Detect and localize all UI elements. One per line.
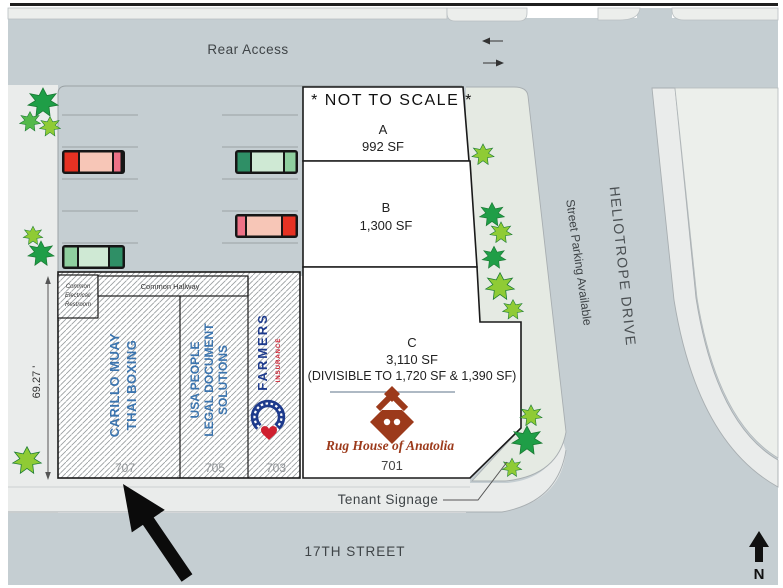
parking-stripes xyxy=(62,114,298,244)
unit-c-area: 3,110 SF xyxy=(386,352,438,367)
dimension-arrow-top xyxy=(45,276,51,284)
unit-c-number: 701 xyxy=(381,458,403,473)
east-parcel xyxy=(674,87,779,459)
unit-dividers xyxy=(179,276,249,478)
farmers-logo-icon xyxy=(250,399,286,440)
tenant-signage-leader xyxy=(443,461,508,501)
car-green-1 xyxy=(62,245,125,269)
pointer-arrow-icon xyxy=(123,484,193,582)
building-leased-block xyxy=(57,271,301,479)
common-electrical-line1: Common xyxy=(66,284,91,290)
traffic-direction-arrows xyxy=(482,37,504,67)
rear-access-label: Rear Access xyxy=(207,42,288,57)
heliotrope-north-stub xyxy=(637,8,672,20)
north-corner-parcel xyxy=(597,7,641,21)
unit-705-tenant-line3: SOLUTIONS xyxy=(216,345,230,415)
unit-707-tenant-line1: CARILLO MUAY xyxy=(107,333,122,437)
top-border xyxy=(10,3,778,6)
northeast-parcel xyxy=(671,7,779,21)
dimension-69-27: 69.27 ' xyxy=(31,276,51,480)
car-green-2 xyxy=(235,150,298,174)
rug-house-name: Rug House of Anatolia xyxy=(325,438,454,453)
unit-705-tenant-line1: USA PEOPLE xyxy=(188,342,202,419)
left-arrow-icon xyxy=(482,37,490,45)
north-parcels xyxy=(7,7,779,22)
dimension-label: 69.27 ' xyxy=(31,366,43,399)
unit-c-shape xyxy=(302,266,522,479)
car-pink-2 xyxy=(235,214,298,238)
unit-b-area: 1,300 SF xyxy=(360,218,413,233)
rug-house-logo-icon xyxy=(370,386,414,444)
south-sidewalk xyxy=(8,438,566,512)
unit-c-label: C xyxy=(407,335,416,350)
right-arrow-icon xyxy=(496,59,504,67)
common-electrical-room xyxy=(57,274,99,319)
common-electrical-line2: Electrical/ xyxy=(65,293,92,299)
unit-c-divisibility: (DIVISIBLE TO 1,720 SF & 1,390 SF) xyxy=(308,369,517,383)
north-compass-icon: N xyxy=(749,531,769,583)
west-sidewalk xyxy=(8,85,58,513)
east-sidewalk xyxy=(651,87,779,488)
unit-707-number: 707 xyxy=(115,461,135,475)
north-driveway-parcel xyxy=(446,7,528,22)
unit-a-label: A xyxy=(379,122,388,137)
car-pink-1 xyxy=(62,150,125,174)
not-to-scale-note: * NOT TO SCALE * xyxy=(311,92,473,109)
seventeenth-street-label: 17TH STREET xyxy=(304,544,405,559)
unit-703-tenant: FARMERS xyxy=(255,313,270,391)
unit-705-tenant-line2: LEGAL DOCUMENT xyxy=(202,323,216,437)
north-label: N xyxy=(754,566,765,583)
unit-705-number: 705 xyxy=(205,461,225,475)
parking-lot-boundary xyxy=(57,85,462,272)
common-electrical-line3: Restroom xyxy=(65,302,91,308)
unit-a-area: 992 SF xyxy=(362,139,404,154)
building-available-units xyxy=(302,86,522,479)
dimension-arrow-bottom xyxy=(45,472,51,480)
common-hallway-label: Common Hallway xyxy=(141,282,200,291)
unit-703-number: 703 xyxy=(266,461,286,475)
south-curb xyxy=(8,449,567,513)
unit-703-tenant-sub: INSURANCE xyxy=(276,338,282,383)
unit-b-label: B xyxy=(382,200,391,215)
rear-access-road xyxy=(8,18,778,85)
north-parcel-strip xyxy=(7,7,448,20)
parked-cars xyxy=(62,150,298,269)
unit-707-tenant-line2: THAI BOXING xyxy=(124,340,139,431)
tenant-signage-label: Tenant Signage xyxy=(338,492,439,507)
